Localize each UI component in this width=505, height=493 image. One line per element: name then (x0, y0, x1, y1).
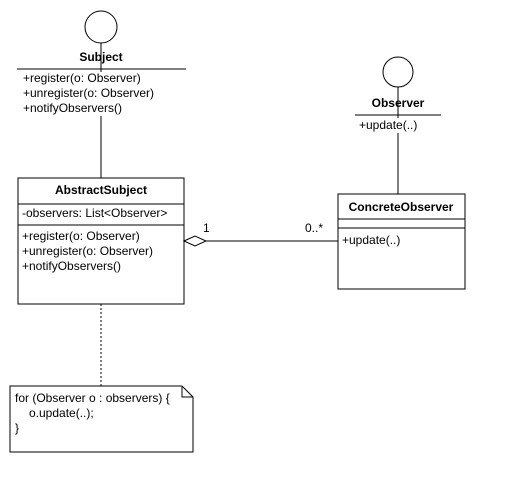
abstract-subject-class[interactable]: AbstractSubject -observers: List<Observe… (17, 177, 185, 305)
abstract-subject-method: +notifyObservers() (22, 259, 121, 273)
observer-interface-circle (382, 56, 414, 88)
subject-method: +unregister(o: Observer) (23, 86, 154, 100)
concrete-observer-box (337, 193, 466, 290)
aggregation-diamond-icon (182, 235, 208, 247)
abstract-subject-method: +register(o: Observer) (22, 229, 140, 243)
subject-name: Subject (79, 50, 122, 64)
target-multiplicity: 0..* (305, 221, 323, 235)
source-multiplicity: 1 (203, 221, 210, 235)
concrete-observer-name: ConcreteObserver (349, 200, 454, 214)
aggregation-association[interactable]: 1 0..* (182, 221, 338, 247)
subject-interface[interactable]: Subject +register(o: Observer) +unregist… (17, 10, 186, 178)
concrete-observer-method: +update(..) (342, 233, 400, 247)
observer-interface[interactable]: Observer +update(..) (355, 56, 441, 194)
note-shape (9, 385, 194, 453)
subject-methods-bg (20, 72, 170, 116)
abstract-subject-box (17, 177, 185, 305)
subject-interface-circle (84, 10, 118, 44)
observer-methods-bg (357, 118, 427, 133)
concrete-observer-class[interactable]: ConcreteObserver +update(..) (337, 193, 466, 290)
note-line: } (15, 421, 19, 435)
observer-method: +update(..) (359, 118, 417, 132)
subject-method: +notifyObservers() (23, 101, 122, 115)
note-line: for (Observer o : observers) { (15, 391, 170, 405)
abstract-subject-method: +unregister(o: Observer) (22, 244, 153, 258)
observer-name: Observer (372, 96, 425, 110)
subject-method: +register(o: Observer) (23, 71, 141, 85)
code-note[interactable]: for (Observer o : observers) { o.update(… (9, 385, 194, 453)
abstract-subject-attribute: -observers: List<Observer> (22, 206, 167, 220)
note-folded-corner-icon (181, 386, 193, 398)
note-line: o.update(..); (29, 406, 94, 420)
abstract-subject-name: AbstractSubject (55, 183, 147, 197)
